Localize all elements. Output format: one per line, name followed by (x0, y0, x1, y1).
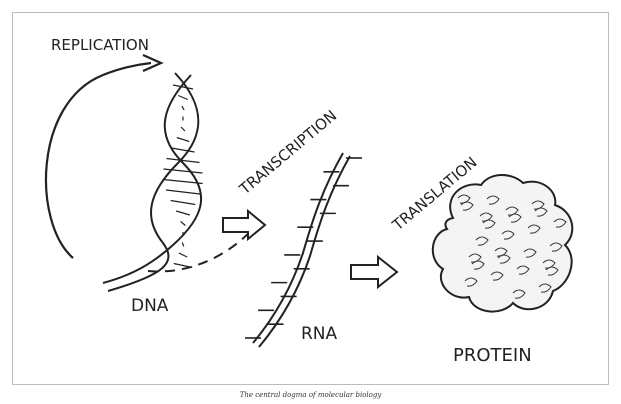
dna-base-pair (177, 94, 189, 101)
protein-fold (523, 248, 537, 258)
dna-base-pair (175, 210, 191, 216)
protein-structure (432, 174, 574, 313)
dna-base-pair (163, 178, 203, 185)
dna-base-pair (181, 105, 185, 111)
protein-fold (501, 230, 515, 240)
dna-base-pair (172, 84, 194, 90)
protein-fold (534, 207, 548, 217)
rna-label: RNA (301, 324, 338, 344)
protein-fold (553, 218, 567, 228)
diagram-frame: REPLICATION TRANSCRIPTION TRANSLATION DN… (12, 12, 609, 385)
dna-base-pair (178, 252, 188, 258)
protein-fold (545, 266, 559, 276)
dna-base-pair (181, 242, 185, 247)
protein-label: PROTEIN (453, 345, 532, 366)
dna-label: DNA (131, 296, 169, 316)
central-dogma-illustration: REPLICATION TRANSCRIPTION TRANSLATION DN… (44, 36, 574, 366)
rna-strand (245, 152, 362, 348)
replication-arrow (44, 61, 152, 259)
transcription-arrow (222, 208, 267, 242)
replication-label: REPLICATION (51, 36, 149, 54)
dna-base-pair (180, 126, 186, 132)
protein-fold (508, 213, 522, 223)
dna-base-pair (163, 168, 203, 174)
dna-base-pair (170, 199, 196, 206)
translation-arrow (350, 254, 399, 290)
dna-base-pair (165, 189, 201, 195)
protein-fold (471, 260, 485, 270)
protein-fold (527, 224, 541, 234)
dna-base-pair (180, 221, 186, 226)
protein-fold (490, 271, 504, 281)
figure-caption: The central dogma of molecular biology (239, 391, 382, 399)
dna-base-pair (176, 136, 190, 143)
dna-base-pair (171, 147, 195, 153)
dna-base-pair (166, 157, 200, 164)
protein-fold (516, 265, 530, 275)
protein-fold (497, 254, 511, 264)
transcription-label: TRANSCRIPTION (235, 107, 340, 199)
replication-arrowhead (142, 53, 164, 73)
dna-helix (102, 72, 203, 292)
protein-fold (475, 236, 489, 246)
protein-fold (486, 195, 500, 205)
protein-fold (460, 201, 474, 211)
protein-fold (512, 289, 526, 299)
protein-fold (549, 242, 563, 252)
protein-fold (482, 219, 496, 229)
protein-fold (464, 277, 478, 287)
protein-fold (538, 283, 552, 293)
